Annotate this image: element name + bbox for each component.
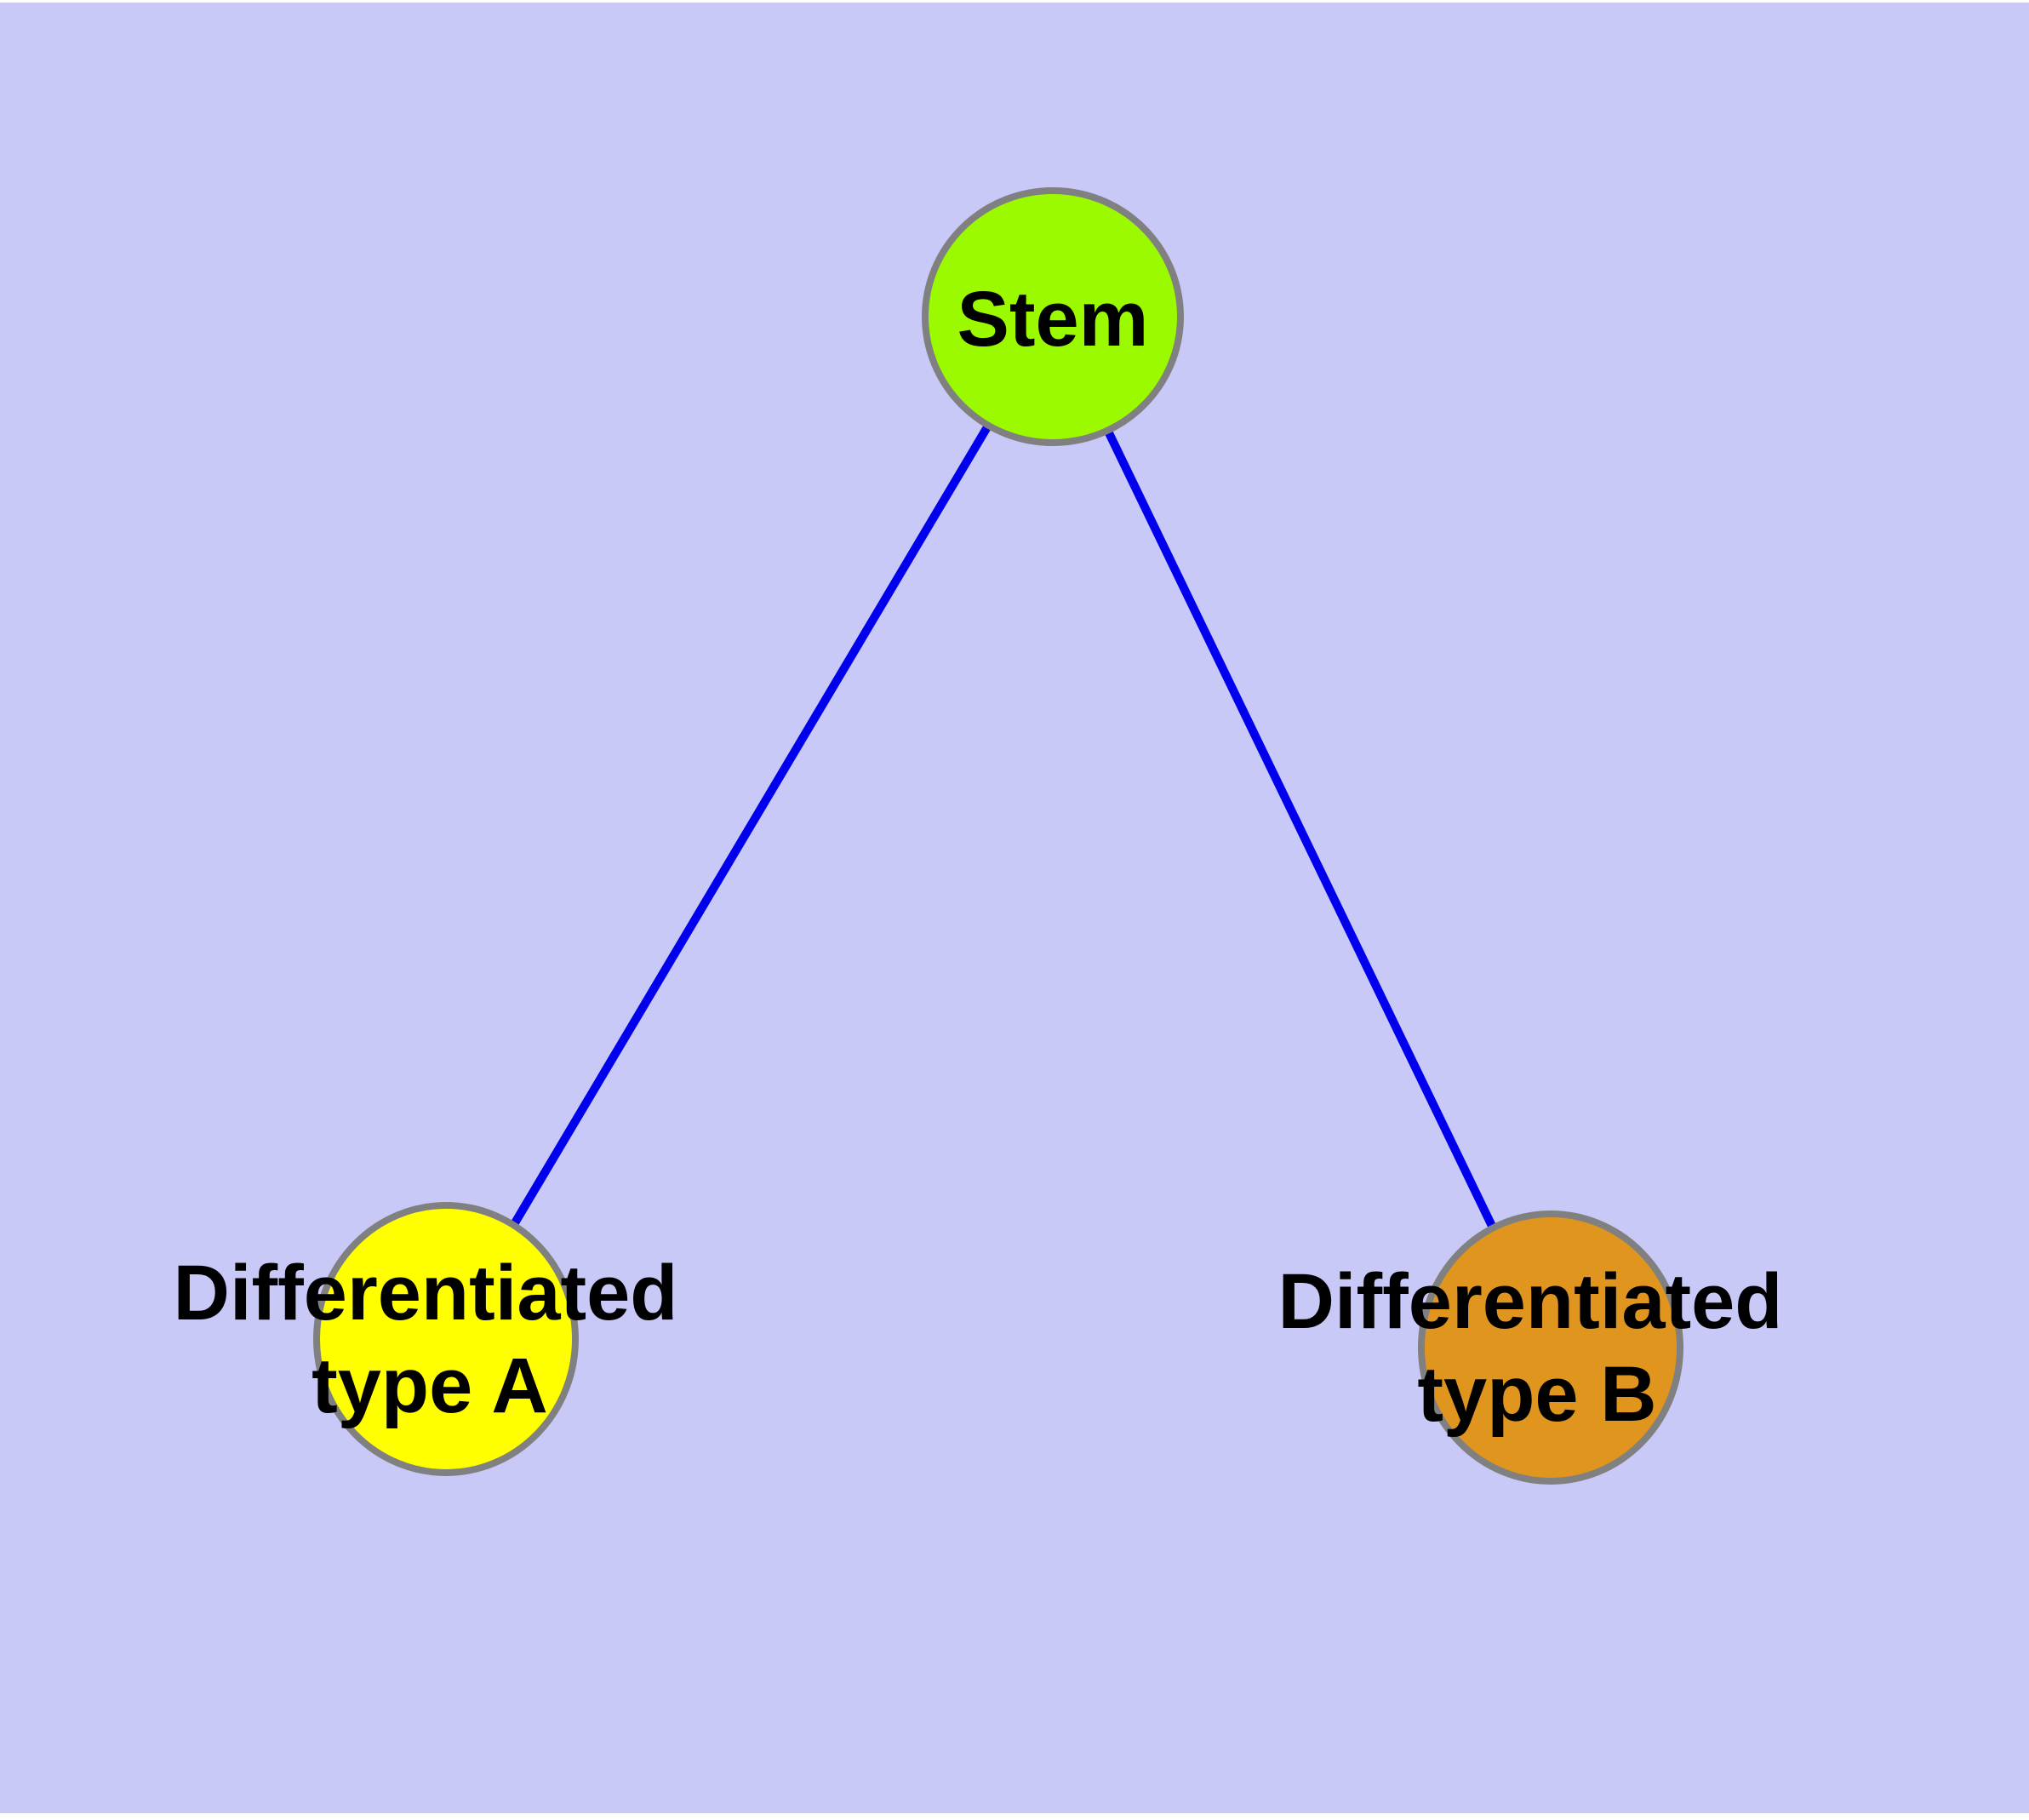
edge-stem-to-type-a <box>442 314 1057 1342</box>
type-a-label-line1: Differentiated <box>174 1250 678 1336</box>
type-a-node <box>313 1202 579 1476</box>
type-a-label-line2: type A <box>311 1342 548 1429</box>
stem-node <box>922 187 1184 446</box>
type-b-label-line2: type B <box>1417 1351 1656 1438</box>
stem-node-label: Stem <box>957 276 1149 363</box>
type-b-label-line1: Differentiated <box>1278 1258 1783 1345</box>
type-b-node <box>1418 1210 1683 1485</box>
edge-stem-to-type-b <box>1049 314 1555 1350</box>
